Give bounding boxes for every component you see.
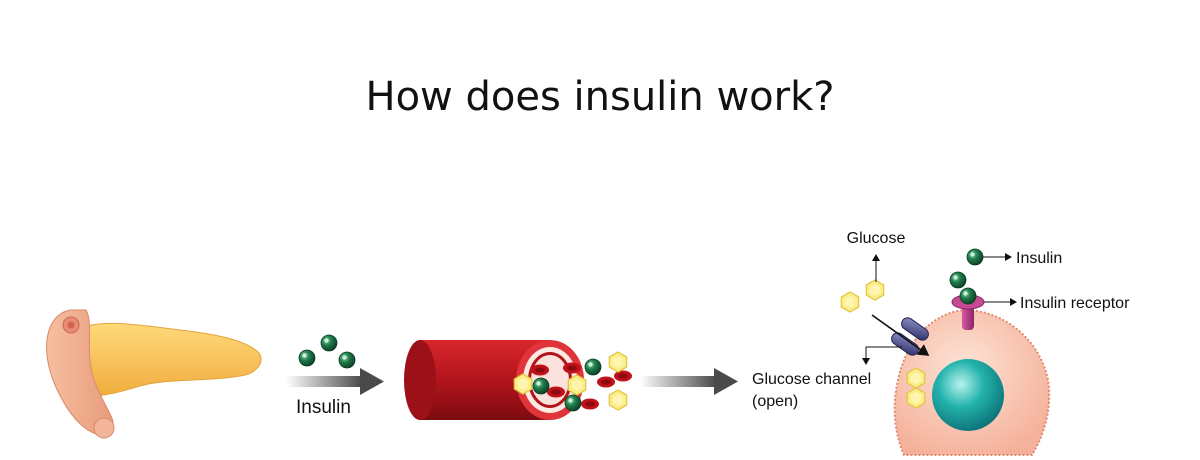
insulin-molecule-icon: [298, 349, 316, 367]
insulin-molecule-icon: [959, 287, 977, 305]
insulin-molecule-icon: [320, 334, 338, 352]
glucose-label: Glucose: [847, 230, 906, 247]
flow-arrow-1: [286, 368, 384, 395]
insulin-label: Insulin: [1016, 250, 1062, 267]
red-blood-cell-icon: [531, 364, 549, 376]
glucose-hexagon-icon: [840, 291, 860, 313]
insulin-molecule-icon: [564, 394, 582, 412]
glucose-hexagon-icon: [906, 387, 926, 409]
glucose-entry-arrow: [871, 314, 930, 356]
blood-vessel-icon: [404, 340, 584, 420]
red-blood-cell-icon: [563, 362, 581, 374]
glucose-hexagon-icon: [608, 351, 628, 373]
glucose-channel-pointer: [862, 346, 902, 365]
pancreas-icon: [46, 309, 262, 439]
glucose-hexagon-icon: [608, 389, 628, 411]
red-blood-cell-icon: [547, 386, 565, 398]
red-blood-cell-icon: [581, 398, 599, 410]
nucleus-icon: [932, 359, 1004, 431]
insulin-molecule-icon: [949, 271, 967, 289]
glucose-channel-icon: [891, 317, 929, 356]
insulin-receptor-label: Insulin receptor: [1020, 295, 1130, 312]
red-blood-cell-icon: [597, 376, 615, 388]
insulin-molecule-icon: [532, 377, 550, 395]
insulin-molecule-icon: [584, 358, 602, 376]
insulin-molecule-icon: [338, 351, 356, 369]
glucose-hexagon-icon: [567, 374, 587, 396]
glucose-hexagon-icon: [513, 373, 533, 395]
glucose-channel-sublabel: (open): [752, 393, 798, 410]
glucose-hexagon-icon: [906, 367, 926, 389]
red-blood-cell-icon: [614, 370, 632, 382]
cell-icon: [893, 308, 1051, 456]
glucose-channel-label: Glucose channel: [752, 371, 871, 388]
flow-arrow-2: [640, 368, 738, 395]
insulin-arrow-label: Insulin: [296, 397, 351, 418]
page-title: How does insulin work?: [366, 74, 835, 120]
glucose-hexagon-icon: [865, 279, 885, 301]
insulin-legend-icon: [966, 248, 984, 266]
